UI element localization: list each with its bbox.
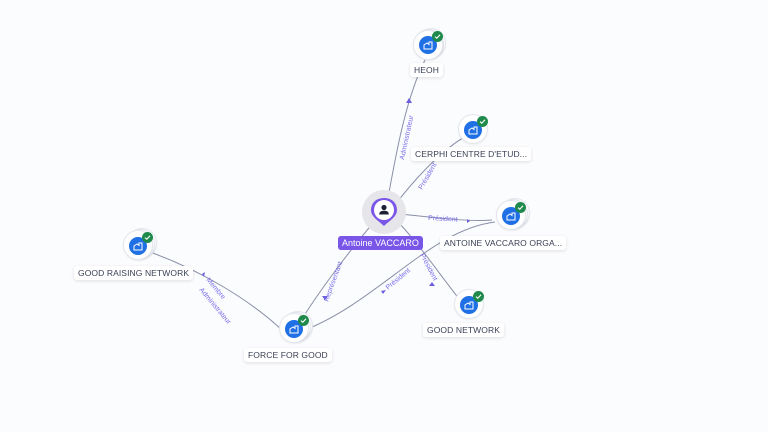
arrow-icon [406,98,412,103]
company-icon-stack [413,28,446,60]
company-icon [419,36,437,54]
arrow-icon [322,296,328,300]
verified-check-icon [432,31,443,42]
company-icon [502,207,520,225]
company-icon [464,121,482,139]
arrow-icon [381,290,386,294]
arrow-icon [467,219,470,223]
edge-forcegood-goodraising [149,251,283,331]
company-icon-stack [454,289,484,319]
verified-check-icon [477,116,488,127]
person-icon [379,204,389,215]
company-label[interactable]: CERPHI CENTRE D'ETUD... [411,147,532,161]
company-icon-stack [496,198,530,230]
arrow-icon [202,272,205,277]
company-label[interactable]: ANTOINE VACCARO ORGA... [440,236,567,250]
edge-center-forcegood [299,221,375,323]
company-icon-stack [458,114,488,144]
company-label[interactable]: FORCE FOR GOOD [244,348,332,362]
company-icon [129,237,147,255]
person-pin [371,198,397,226]
company-label[interactable]: GOOD NETWORK [423,323,504,337]
verified-check-icon [142,232,153,243]
company-icon-stack [279,311,313,343]
arrow-icon [429,282,435,286]
verified-check-icon [298,315,309,326]
edge-center-goodnet [397,221,461,301]
person-name-label[interactable]: Antoine VACCARO [338,236,423,250]
company-icon [460,296,478,314]
company-icon [285,320,303,338]
company-label[interactable]: GOOD RAISING NETWORK [74,266,194,280]
company-label[interactable]: HEOH [410,63,443,77]
company-icon-stack [123,228,157,260]
edge-label-president-avo: Président [428,215,458,224]
edge-center-avo [399,213,493,222]
verified-check-icon [515,202,526,213]
verified-check-icon [473,291,484,302]
edge-avo-forcegood [304,221,496,331]
